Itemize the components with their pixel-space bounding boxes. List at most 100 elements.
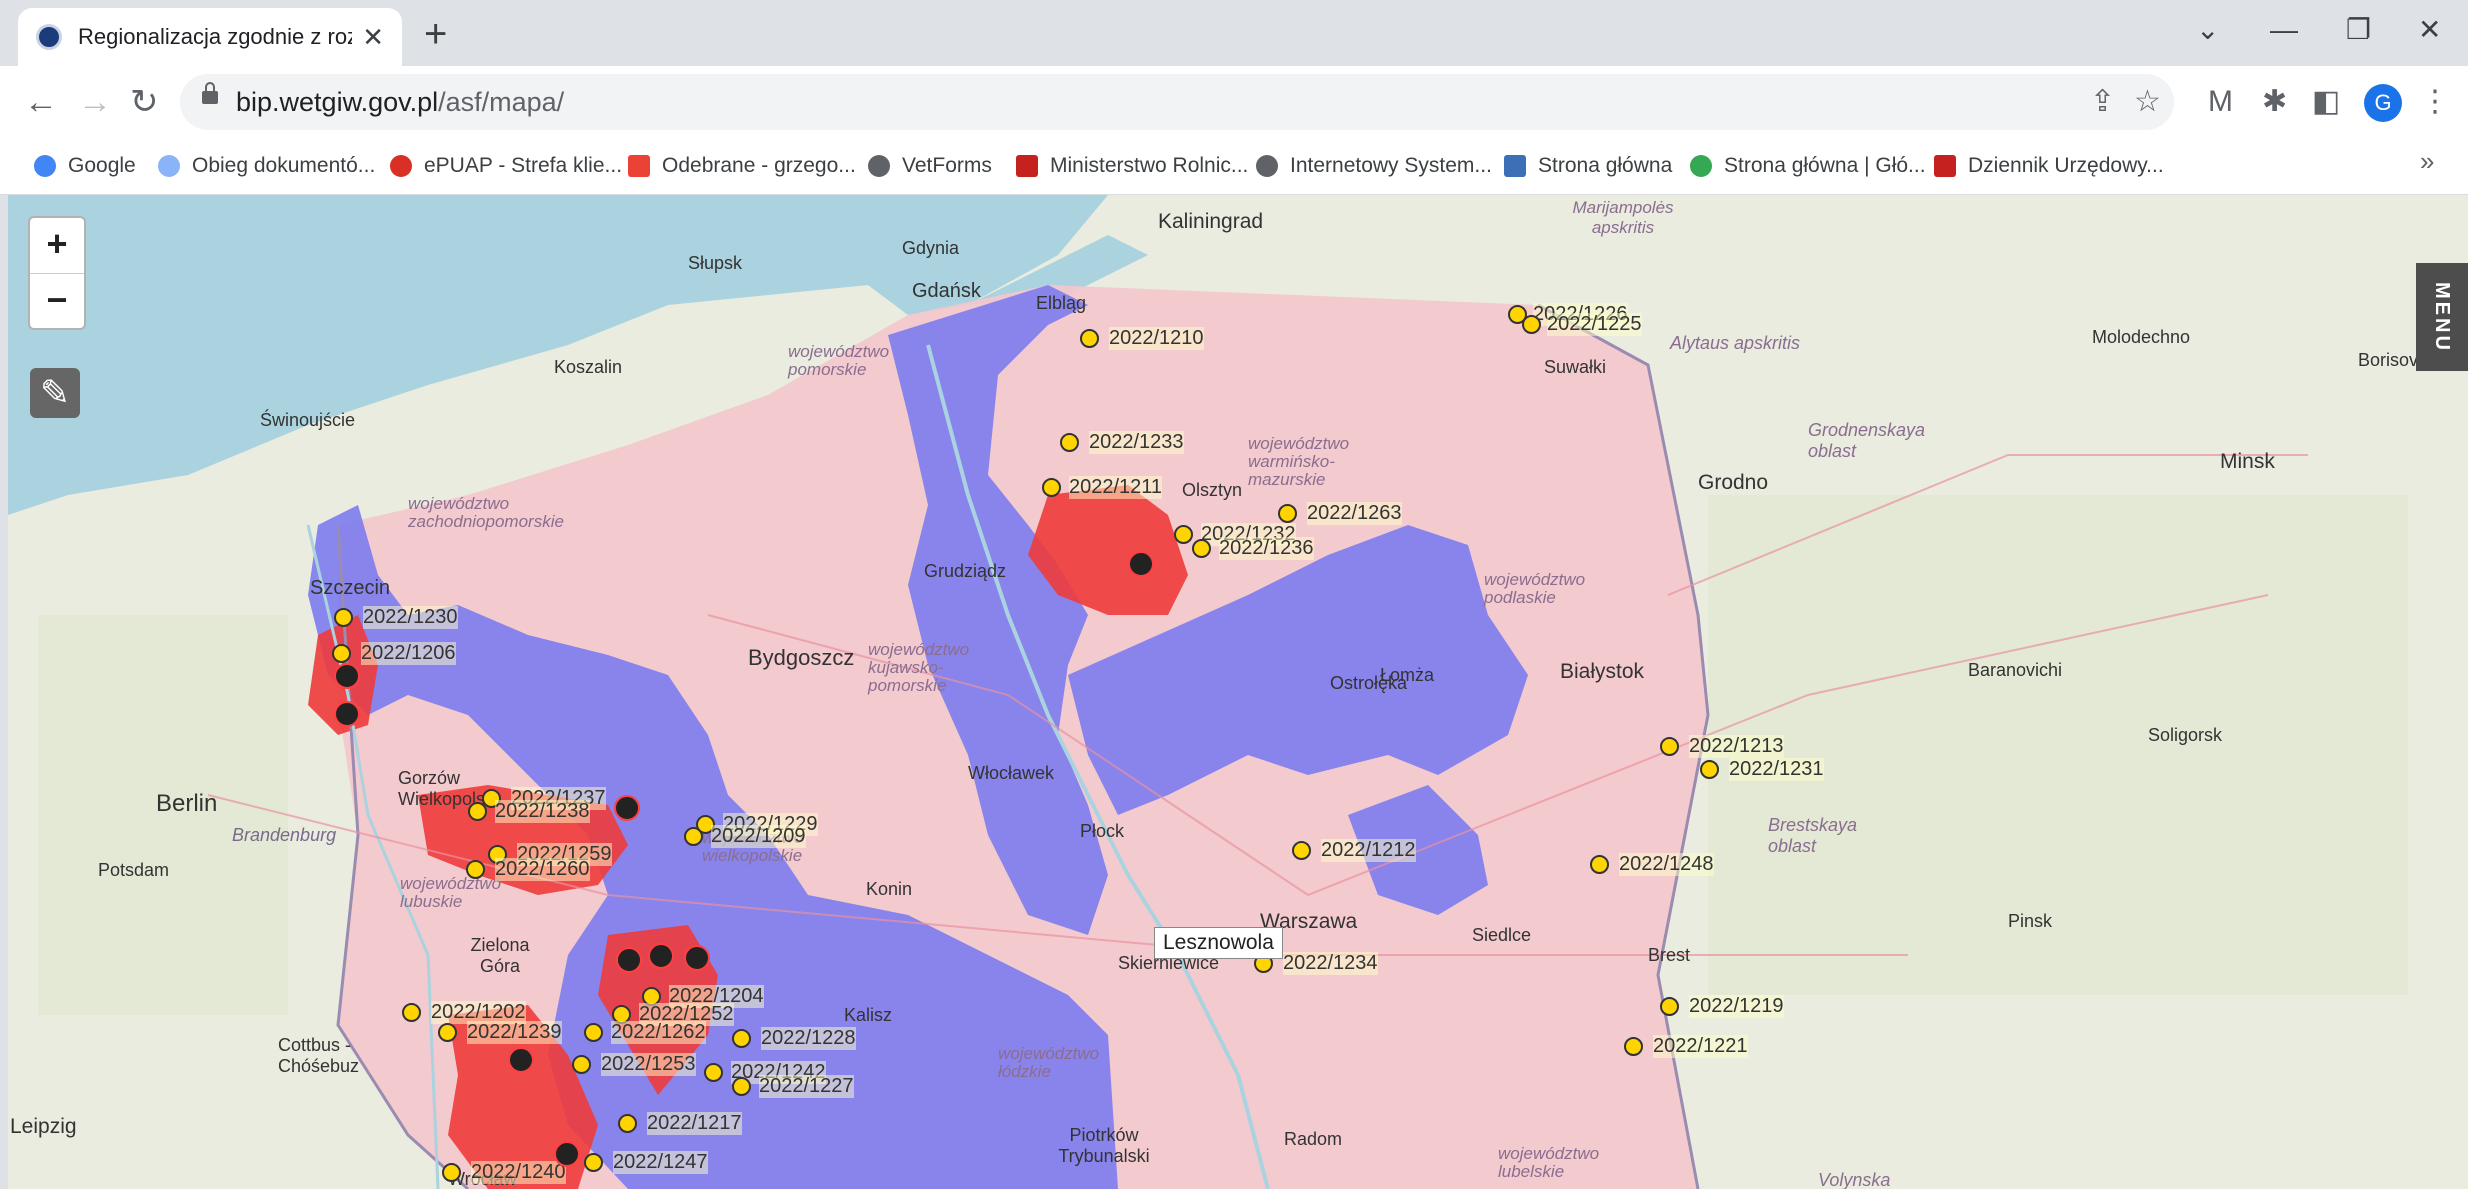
outbreak-marker[interactable]: 2022/1234 xyxy=(1254,952,1378,975)
marker-dot-icon xyxy=(618,1114,637,1133)
outbreak-marker[interactable]: 2022/1231 xyxy=(1700,758,1824,781)
boar-outbreak-icon[interactable] xyxy=(614,795,640,821)
place-label: Płock xyxy=(1080,821,1125,841)
boar-outbreak-icon[interactable] xyxy=(554,1141,580,1167)
outbreak-marker[interactable]: 2022/1253 xyxy=(572,1053,696,1076)
bookmark-google[interactable]: Google xyxy=(34,138,136,194)
outbreak-marker[interactable]: 2022/1262 xyxy=(584,1021,706,1044)
bookmark-ministerstwo[interactable]: Ministerstwo Rolnic... xyxy=(1016,138,1248,194)
boar-outbreak-icon[interactable] xyxy=(334,663,360,689)
profile-avatar[interactable]: G xyxy=(2364,84,2402,122)
reload-icon[interactable]: ↻ xyxy=(130,83,159,121)
road xyxy=(207,794,1908,956)
outbreak-marker[interactable]: 2022/1252 xyxy=(612,1003,734,1026)
outbreak-marker[interactable]: 2022/1219 xyxy=(1660,995,1784,1018)
outbreak-marker[interactable]: 2022/1217 xyxy=(618,1112,742,1135)
zoom-in-button[interactable]: + xyxy=(30,218,84,274)
outbreak-marker[interactable]: 2022/1206 xyxy=(332,642,456,665)
new-tab-button[interactable]: + xyxy=(424,12,448,56)
outbreak-marker[interactable]: 2022/1212 xyxy=(1292,839,1416,862)
region-labels: województwo pomorskie województwo zachod… xyxy=(8,195,2468,1189)
measure-tool-icon[interactable]: ✎ xyxy=(30,368,80,418)
marker-dot-icon xyxy=(732,1077,751,1096)
boar-outbreak-icon[interactable] xyxy=(648,943,674,969)
marker-dot-icon xyxy=(334,608,353,627)
outbreak-marker[interactable]: 2022/1239 xyxy=(438,1021,562,1044)
outbreak-marker[interactable]: 2022/1209 xyxy=(684,825,806,848)
outbreak-marker[interactable]: 2022/1260 xyxy=(466,858,590,881)
outbreak-marker[interactable]: 2022/1240 xyxy=(442,1161,566,1184)
share-icon[interactable]: ⇪ xyxy=(2090,85,2116,118)
marker-dot-icon xyxy=(1292,841,1311,860)
place-label: Warszawa xyxy=(1260,910,1358,933)
url-text[interactable]: bip.wetgiw.gov.pl/asf/mapa/ xyxy=(236,87,565,117)
outbreak-marker[interactable]: 2022/1236 xyxy=(1192,537,1314,560)
bookmark-glowny[interactable]: Strona główna | Głó... xyxy=(1690,138,1926,194)
marker-dot-icon xyxy=(1192,539,1211,558)
outbreak-marker[interactable]: 2022/1221 xyxy=(1624,1035,1748,1058)
tab-close-icon[interactable]: ✕ xyxy=(362,22,384,52)
outbreak-marker[interactable]: 2022/1233 xyxy=(1060,431,1184,454)
close-window-icon[interactable]: ✕ xyxy=(2418,14,2442,45)
boar-outbreak-icon[interactable] xyxy=(684,945,710,971)
boar-outbreak-icon[interactable] xyxy=(616,947,642,973)
place-label: Grodnenskaya oblast xyxy=(1808,420,1926,461)
bookmark-epuap[interactable]: ePUAP - Strefa klie... xyxy=(390,138,622,194)
cloud-icon xyxy=(158,155,180,177)
forward-icon[interactable]: → xyxy=(78,83,112,121)
bookmark-vetforms[interactable]: VetForms xyxy=(868,138,992,194)
outbreak-marker[interactable]: 2022/1202 xyxy=(402,1001,526,1024)
restore-icon[interactable]: ❐ xyxy=(2346,14,2372,45)
marker-dot-icon xyxy=(696,815,715,834)
map-tooltip: Lesznowola xyxy=(1154,927,1283,959)
boar-outbreak-icon[interactable] xyxy=(508,1047,534,1073)
outbreak-marker[interactable]: 2022/1263 xyxy=(1278,502,1402,525)
marker-dot-icon xyxy=(438,1023,457,1042)
outbreak-marker[interactable]: 2022/1238 xyxy=(468,800,590,823)
extensions-puzzle-icon[interactable]: ✱ xyxy=(2262,85,2288,118)
outbreak-marker[interactable]: 2022/1204 xyxy=(642,985,764,1008)
outbreak-marker[interactable]: 2022/1248 xyxy=(1590,853,1714,876)
marker-dot-icon xyxy=(1174,525,1193,544)
bookmark-internetowy[interactable]: Internetowy System... xyxy=(1256,138,1492,194)
bookmark-dziennik[interactable]: Dziennik Urzędowy... xyxy=(1934,138,2164,194)
tab-search-chevron-icon[interactable]: ⌄ xyxy=(2196,14,2220,45)
boar-outbreak-icon[interactable] xyxy=(1128,551,1154,577)
gmail-extension-icon[interactable]: M xyxy=(2208,85,2233,118)
map-area[interactable]: Kaliningrad Marijampolės apskritis Gdyni… xyxy=(8,195,2468,1189)
side-panel-icon[interactable]: ◧ xyxy=(2312,85,2341,118)
outbreak-marker[interactable]: 2022/1210 xyxy=(1080,327,1204,350)
outbreak-marker[interactable]: 2022/1225 xyxy=(1522,313,1642,336)
bookmark-gmail[interactable]: Odebrane - grzego... xyxy=(628,138,856,194)
back-icon[interactable]: ← xyxy=(24,83,58,121)
place-label: Słupsk xyxy=(688,253,743,273)
place-label: Marijampolės apskritis xyxy=(1572,198,1674,237)
bookmark-strona-glowna[interactable]: Strona główna xyxy=(1504,138,1672,194)
bookmark-obieg[interactable]: Obieg dokumentó... xyxy=(158,138,375,194)
country-border xyxy=(336,524,470,1189)
outbreak-marker[interactable]: 2022/1227 xyxy=(732,1075,854,1098)
kebab-menu-icon[interactable]: ⋮ xyxy=(2420,85,2450,118)
outbreak-marker[interactable]: 2022/1228 xyxy=(732,1027,856,1050)
bookmark-star-icon[interactable]: ☆ xyxy=(2134,85,2161,118)
outbreak-marker[interactable]: 2022/1211 xyxy=(1042,476,1163,499)
marker-dot-icon xyxy=(1042,478,1061,497)
place-label: Białystok xyxy=(1560,660,1645,683)
outbreak-marker[interactable]: 2022/1230 xyxy=(334,606,458,629)
more-bookmarks-icon[interactable]: » xyxy=(2420,146,2435,176)
boar-outbreak-icon[interactable] xyxy=(334,701,360,727)
place-label: Gdańsk xyxy=(912,280,981,302)
river xyxy=(926,344,1270,1189)
marker-dot-icon xyxy=(584,1023,603,1042)
outbreak-marker[interactable]: 2022/1247 xyxy=(584,1151,708,1174)
minimize-icon[interactable]: — xyxy=(2270,14,2298,45)
globe-icon xyxy=(1256,155,1278,177)
address-bar[interactable]: bip.wetgiw.gov.pl/asf/mapa/ ⇪ ☆ xyxy=(180,74,2174,130)
map-menu-button[interactable]: MENU xyxy=(2416,263,2468,371)
lock-icon[interactable] xyxy=(202,82,218,104)
outbreak-marker[interactable]: 2022/1213 xyxy=(1660,735,1784,758)
region-label: województwo lubelskie xyxy=(1498,1144,1600,1181)
tab-active[interactable]: Regionalizacja zgodnie z rozporz ✕ xyxy=(18,8,402,66)
zoom-out-button[interactable]: − xyxy=(46,279,68,320)
place-label: Pinsk xyxy=(2008,911,2053,931)
